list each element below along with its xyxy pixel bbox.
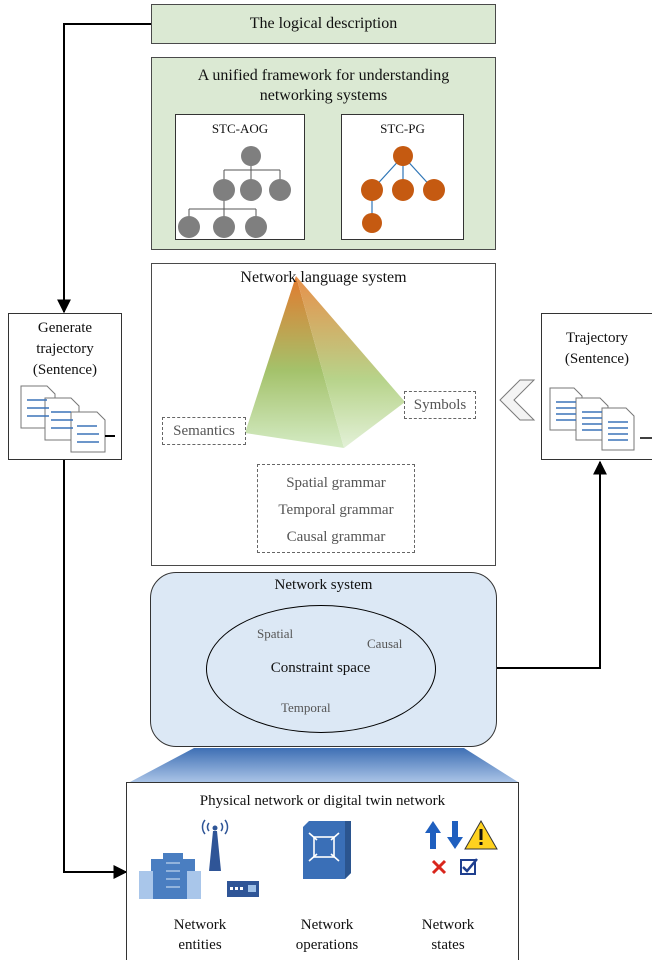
generate-line1: Generate (37, 320, 93, 336)
aog-tree (178, 146, 291, 238)
trajectory-title: Trajectory (Sentence) (542, 328, 652, 370)
constraint-space-label: Constraint space (270, 660, 371, 676)
framework-title-line1: A unified framework for understanding (197, 67, 450, 84)
constraint-space-ellipse: Constraint space Spatial Causal Temporal (206, 605, 436, 733)
stc-pg-label: STC-PG (380, 121, 425, 136)
generate-trajectory-title: Generate trajectory (Sentence) (9, 318, 121, 381)
grammar-group: Spatial grammar Temporal grammar Causal … (257, 464, 415, 553)
aog-node (213, 179, 235, 201)
language-system-box: Network language system (151, 263, 496, 566)
framework-title: A unified framework for understanding ne… (152, 66, 495, 106)
aog-node (213, 216, 235, 238)
spatial-label: Spatial (257, 626, 294, 641)
generate-line3: (Sentence) (32, 362, 98, 378)
framework-box: A unified framework for understanding ne… (151, 57, 496, 250)
states-line1: Network (421, 917, 475, 933)
document-stack-icon (20, 385, 115, 453)
pg-node (393, 146, 413, 166)
language-pyramid (245, 276, 405, 448)
stc-aog-label: STC-AOG (211, 121, 269, 136)
network-system-title: Network system (274, 577, 373, 593)
symbols-text: Symbols (413, 397, 467, 413)
document-stack-icon (549, 387, 652, 451)
aog-node (241, 146, 261, 166)
causal-label: Causal (367, 636, 403, 651)
logical-description-text: The logical description (249, 15, 398, 32)
generate-trajectory-panel: Generate trajectory (Sentence) (8, 313, 122, 460)
physical-network-box: Physical network or digital twin network (126, 782, 519, 960)
pg-node (362, 213, 382, 233)
temporal-grammar: Temporal grammar (278, 502, 394, 518)
pg-node (392, 179, 414, 201)
pg-graph (361, 146, 445, 233)
temporal-label: Temporal (281, 700, 331, 715)
network-entities-icon (139, 819, 259, 899)
trajectory-line1: Trajectory (566, 330, 628, 346)
trajectory-panel: Trajectory (Sentence) (541, 313, 652, 460)
causal-grammar: Causal grammar (286, 529, 386, 545)
language-system-title: Network language system (240, 269, 407, 286)
network-operations-label: Network operations (281, 915, 373, 955)
chevron-left-icon (499, 379, 536, 421)
aog-node (269, 179, 291, 201)
aog-node (245, 216, 267, 238)
wire-title-to-generate (57, 23, 152, 314)
entities-line1: Network (173, 917, 227, 933)
states-line2: states (431, 937, 465, 953)
logical-description-box: The logical description (151, 4, 496, 44)
network-states-label: Network states (403, 915, 493, 955)
entities-line2: entities (178, 937, 222, 953)
physical-network-title: Physical network or digital twin network (199, 793, 446, 809)
aog-node (240, 179, 262, 201)
network-operations-icon (303, 821, 351, 879)
stc-aog-panel: STC-AOG (175, 114, 305, 240)
pg-node (361, 179, 383, 201)
stc-pg-panel: STC-PG (341, 114, 464, 240)
wire-generate-to-physical (63, 460, 128, 879)
semantics-label: Semantics (162, 417, 246, 445)
operations-line1: Network (300, 917, 354, 933)
network-entities-label: Network entities (155, 915, 245, 955)
spatial-grammar: Spatial grammar (286, 475, 386, 491)
network-states-icon (425, 819, 498, 875)
trajectory-line2: (Sentence) (564, 351, 630, 367)
framework-title-line2: networking systems (259, 87, 388, 104)
generate-line2: trajectory (36, 341, 94, 357)
aog-node (178, 216, 200, 238)
projection-trapezoid (130, 748, 518, 782)
pg-node (423, 179, 445, 201)
symbols-label: Symbols (404, 391, 476, 419)
operations-line2: operations (295, 937, 359, 953)
semantics-text: Semantics (173, 423, 235, 439)
